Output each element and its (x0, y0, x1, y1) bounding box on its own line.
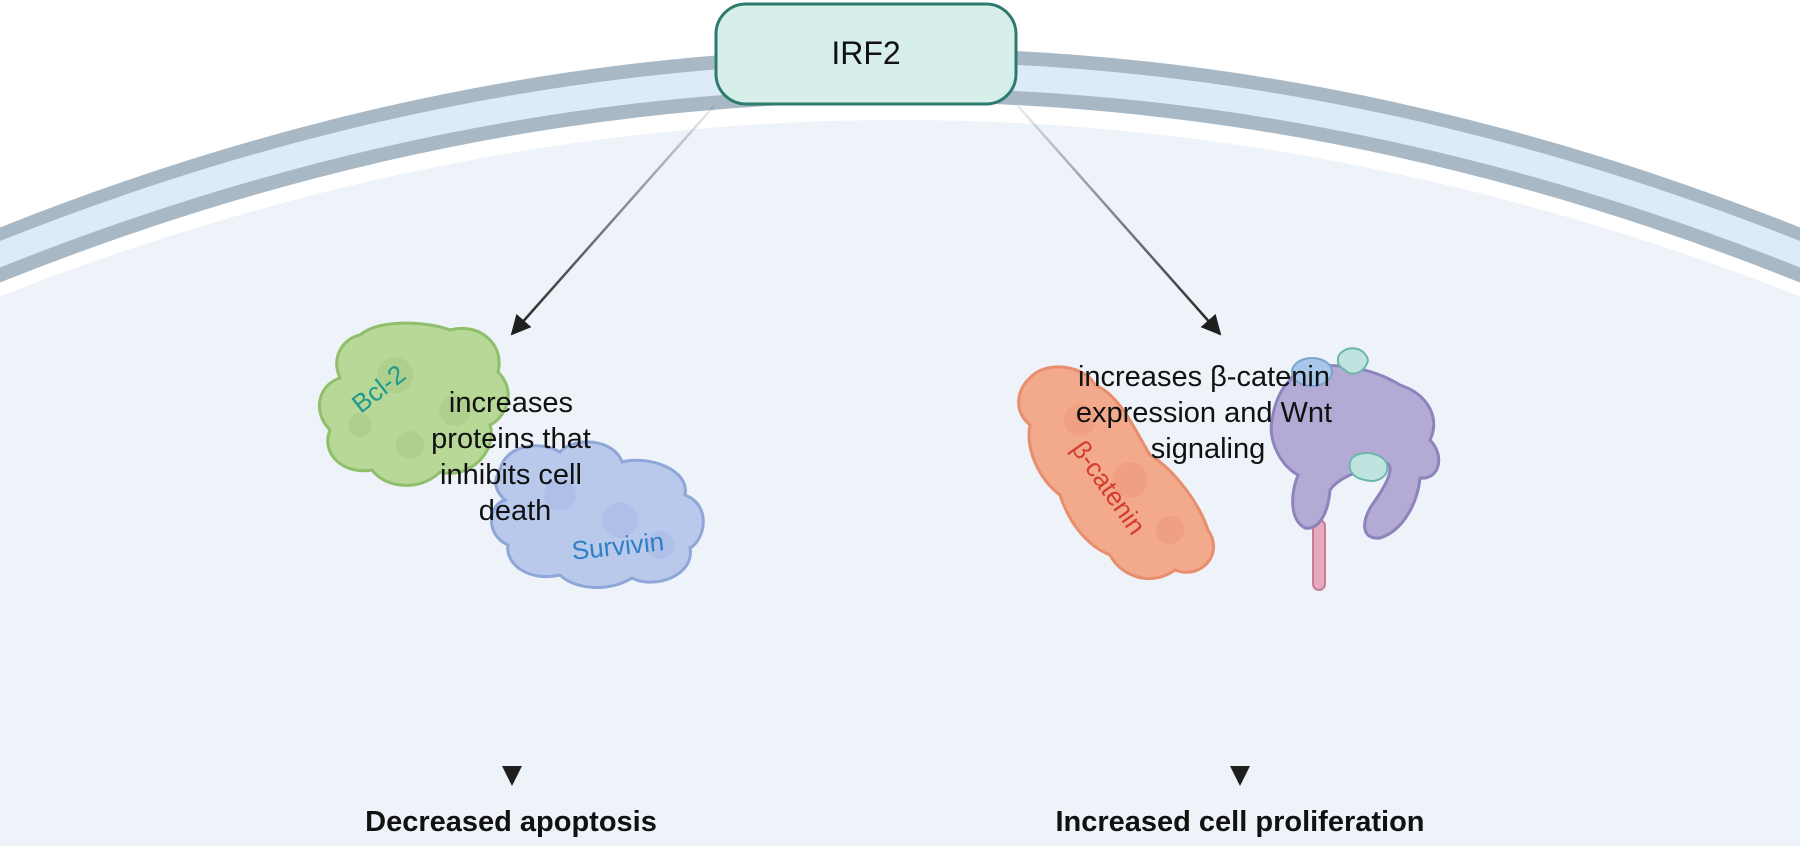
cytoplasm (0, 120, 1800, 846)
bcl2-protein: Bcl-2 (318, 321, 510, 487)
left-description-line: increases (449, 387, 573, 419)
right-description-line: expression and Wnt (1076, 397, 1332, 429)
arrow-irf2-to-right (1017, 105, 1222, 336)
irf2-node: IRF2 (714, 2, 1018, 106)
left-description-line: proteins that (431, 423, 591, 455)
left-description-line: death (479, 495, 552, 527)
right-outcome: Increased cell proliferation (1055, 806, 1424, 838)
survivin-protein: Survivin (490, 440, 705, 589)
left-outcome: Decreased apoptosis (365, 806, 657, 838)
beta-catenin-protein: β-catenin (1017, 365, 1215, 580)
irf2-label: IRF2 (831, 35, 900, 71)
left-description-line: inhibits cell (440, 459, 582, 491)
left-description: increases proteins that inhibits cell de… (431, 387, 599, 527)
right-description-line: signaling (1151, 433, 1265, 465)
right-description: increases β-catenin expression and Wnt s… (1076, 361, 1340, 465)
right-description-line: increases β-catenin (1078, 361, 1330, 393)
wnt-receptor-icon (1269, 347, 1441, 591)
arrow-irf2-to-left (510, 105, 715, 336)
